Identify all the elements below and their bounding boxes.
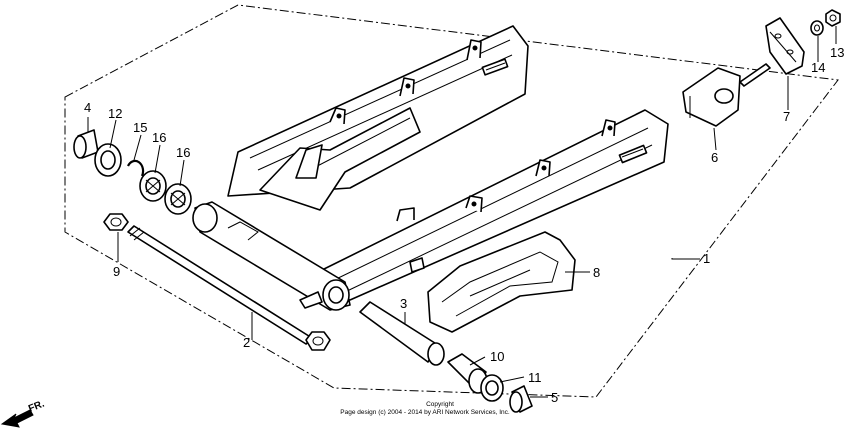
washer-part-14[interactable] bbox=[810, 20, 824, 36]
nut-part-9[interactable] bbox=[103, 213, 129, 231]
copyright-line-1: Copyright bbox=[426, 401, 454, 408]
callout-1: 1 bbox=[703, 251, 710, 266]
callout-15: 15 bbox=[133, 120, 147, 135]
front-direction-label: FR. bbox=[27, 398, 46, 414]
dust-seal-part-12[interactable] bbox=[94, 143, 122, 177]
collar-part-4[interactable] bbox=[73, 129, 99, 159]
adjuster-plate-part-7[interactable] bbox=[765, 17, 805, 75]
swingarm-part[interactable] bbox=[192, 25, 669, 311]
bolt-end-nut[interactable] bbox=[305, 331, 331, 351]
nut-part-13[interactable] bbox=[825, 9, 841, 27]
callout-14: 14 bbox=[811, 60, 825, 75]
bearing-part-16-b[interactable] bbox=[164, 183, 192, 215]
assembly-boundary bbox=[64, 4, 839, 398]
leader-lines bbox=[87, 26, 837, 398]
callout-11: 11 bbox=[528, 370, 542, 385]
collar-tube-part-3[interactable] bbox=[359, 301, 445, 366]
bearing-part-16-a[interactable] bbox=[139, 170, 167, 202]
copyright-line-2: Page design (c) 2004 - 2014 by ARI Netwo… bbox=[340, 409, 510, 416]
adjuster-block-part-6[interactable] bbox=[682, 63, 771, 127]
callout-9: 9 bbox=[113, 264, 120, 279]
front-direction-indicator: FR. bbox=[0, 398, 46, 428]
callout-16-b: 16 bbox=[176, 145, 190, 160]
callout-13: 13 bbox=[830, 45, 844, 60]
chain-slider-part-8[interactable] bbox=[427, 231, 576, 333]
callout-10: 10 bbox=[490, 349, 504, 364]
callout-6: 6 bbox=[711, 150, 718, 165]
callout-12: 12 bbox=[108, 106, 122, 121]
callout-3: 3 bbox=[400, 296, 407, 311]
callout-7: 7 bbox=[783, 109, 790, 124]
circlip-part-15[interactable] bbox=[127, 159, 145, 177]
seal-part-11[interactable] bbox=[480, 374, 504, 402]
collar-part-5[interactable] bbox=[509, 385, 533, 413]
callout-2: 2 bbox=[243, 335, 250, 350]
callout-4: 4 bbox=[84, 100, 91, 115]
callout-5: 5 bbox=[551, 390, 558, 405]
copyright-notice: Copyright Page design (c) 2004 - 2014 by… bbox=[340, 401, 510, 416]
callout-8: 8 bbox=[593, 265, 600, 280]
front-arrow-icon bbox=[0, 409, 34, 428]
callouts: 1 2 3 4 5 6 7 8 9 10 11 12 13 14 15 16 1… bbox=[84, 45, 844, 405]
callout-16-a: 16 bbox=[152, 130, 166, 145]
